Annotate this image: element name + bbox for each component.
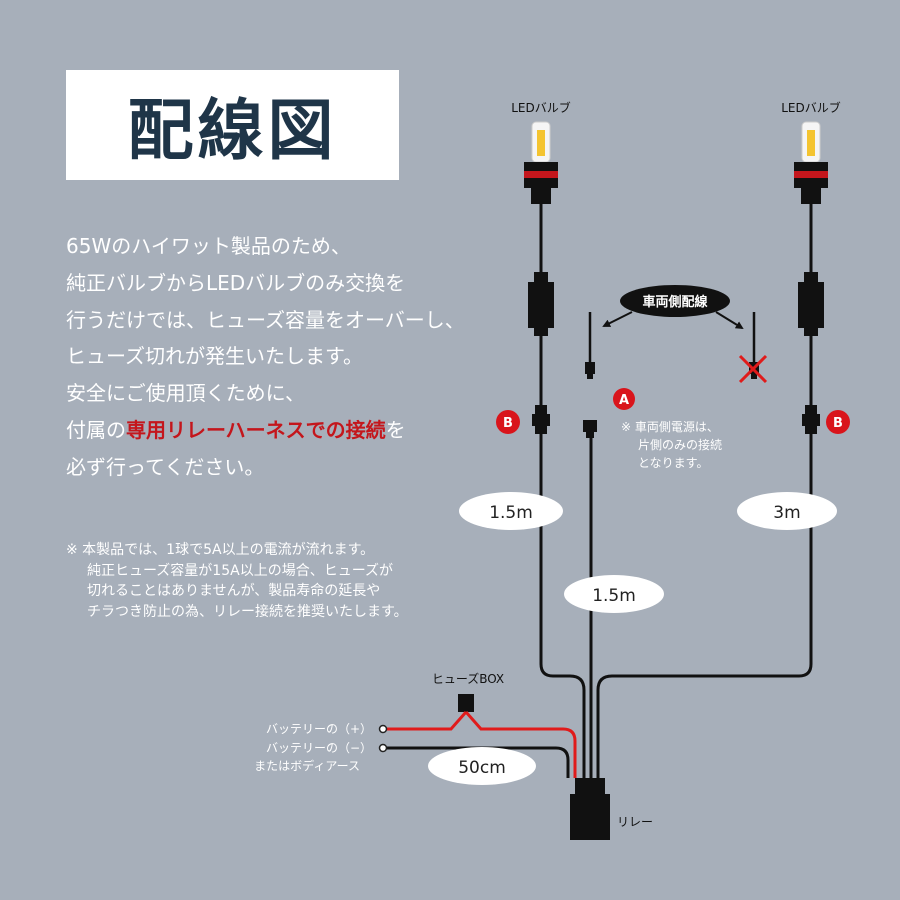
length-label-center: 1.5m — [564, 575, 664, 613]
description-line: 付属の専用リレーハーネスでの接続を — [66, 412, 496, 449]
marker-b-left: B — [496, 410, 520, 434]
note-line: チラつき防止の為、リレー接続を推奨いたします。 — [87, 603, 408, 620]
length-center-text: 1.5m — [592, 586, 636, 606]
marker-a-label: A — [619, 393, 629, 408]
relay-icon — [570, 778, 610, 840]
length-label-battery: 50cm — [428, 747, 536, 785]
battery-minus-wire — [383, 746, 570, 778]
battery-plus-wire-a — [383, 711, 468, 731]
marker-b-right: B — [826, 410, 850, 434]
length-battery-text: 50cm — [458, 758, 506, 778]
length-right-text: 3m — [773, 503, 800, 523]
description-line: 純正バルブからLEDバルブのみ交換を — [66, 270, 406, 295]
led-bulb-left-label: LEDバルブ — [511, 100, 571, 115]
fuse-box-label: ヒューズBOX — [432, 671, 504, 686]
led-bulb-right-icon — [794, 121, 828, 204]
length-label-right: 3m — [737, 492, 837, 530]
power-note-line: 片側のみの接続 — [638, 437, 722, 452]
marker-b-left-label: B — [503, 416, 513, 431]
power-note-line: ※ 車両側電源は、 — [621, 420, 719, 434]
led-bulb-left-icon — [524, 121, 558, 204]
vehicle-wiring-badge — [620, 285, 730, 317]
description-text: を — [385, 417, 406, 442]
length-left-text: 1.5m — [489, 503, 533, 523]
note-line: 純正ヒューズ容量が15A以上の場合、ヒューズが — [87, 562, 393, 579]
current-note: ※ 本製品では、1球で5A以上の電流が流れます。 純正ヒューズ容量が15A以上の… — [66, 540, 486, 622]
vehicle-wiring-arrow-left — [602, 311, 633, 327]
length-label-left: 1.5m — [459, 492, 563, 530]
battery-plus-label: バッテリーの（+） — [266, 722, 372, 736]
marker-a: A — [613, 388, 635, 410]
vehicle-wiring-label: 車両側配線 — [642, 294, 708, 310]
title-box: 配線図 — [66, 70, 399, 180]
marker-b-right-label: B — [833, 416, 843, 431]
description-line: 必ず行ってください。 — [66, 454, 265, 479]
not-connected-cross-icon — [738, 354, 768, 384]
fuse-box-icon — [458, 694, 474, 712]
description-line: 行うだけでは、ヒューズ容量をオーバーし、 — [66, 307, 465, 332]
battery-plus-terminal-icon — [378, 724, 388, 734]
battery-plus-wire-b — [464, 711, 577, 778]
vehicle-wiring-arrow-right — [715, 311, 744, 330]
battery-minus-terminal-icon — [378, 743, 388, 753]
vehicle-wire-left — [585, 312, 595, 379]
led-bulb-right-label: LEDバルブ — [781, 100, 841, 115]
note-line: ※ 本製品では、1球で5A以上の電流が流れます。 — [66, 542, 375, 558]
right-cable — [596, 204, 824, 778]
description-line: 安全にご使用頂くために、 — [66, 381, 305, 406]
page-title: 配線図 — [127, 92, 338, 169]
left-cable — [528, 204, 586, 778]
description-text: 付属の — [66, 417, 126, 442]
body-earth-label: またはボディアース — [254, 758, 360, 773]
power-note-line: となります。 — [638, 456, 708, 470]
relay-label: リレー — [617, 815, 653, 829]
battery-minus-label: バッテリーの（−） — [266, 741, 372, 755]
description-line: 65Wのハイワット製品のため、 — [66, 234, 351, 258]
note-line: 切れることはありませんが、製品寿命の延長や — [87, 583, 381, 599]
highlight-text: 専用リレーハーネスでの接続 — [126, 417, 386, 442]
description: 65Wのハイワット製品のため、 純正バルブからLEDバルブのみ交換を 行うだけで… — [66, 228, 496, 486]
description-line: ヒューズ切れが発生いたします。 — [66, 344, 363, 369]
